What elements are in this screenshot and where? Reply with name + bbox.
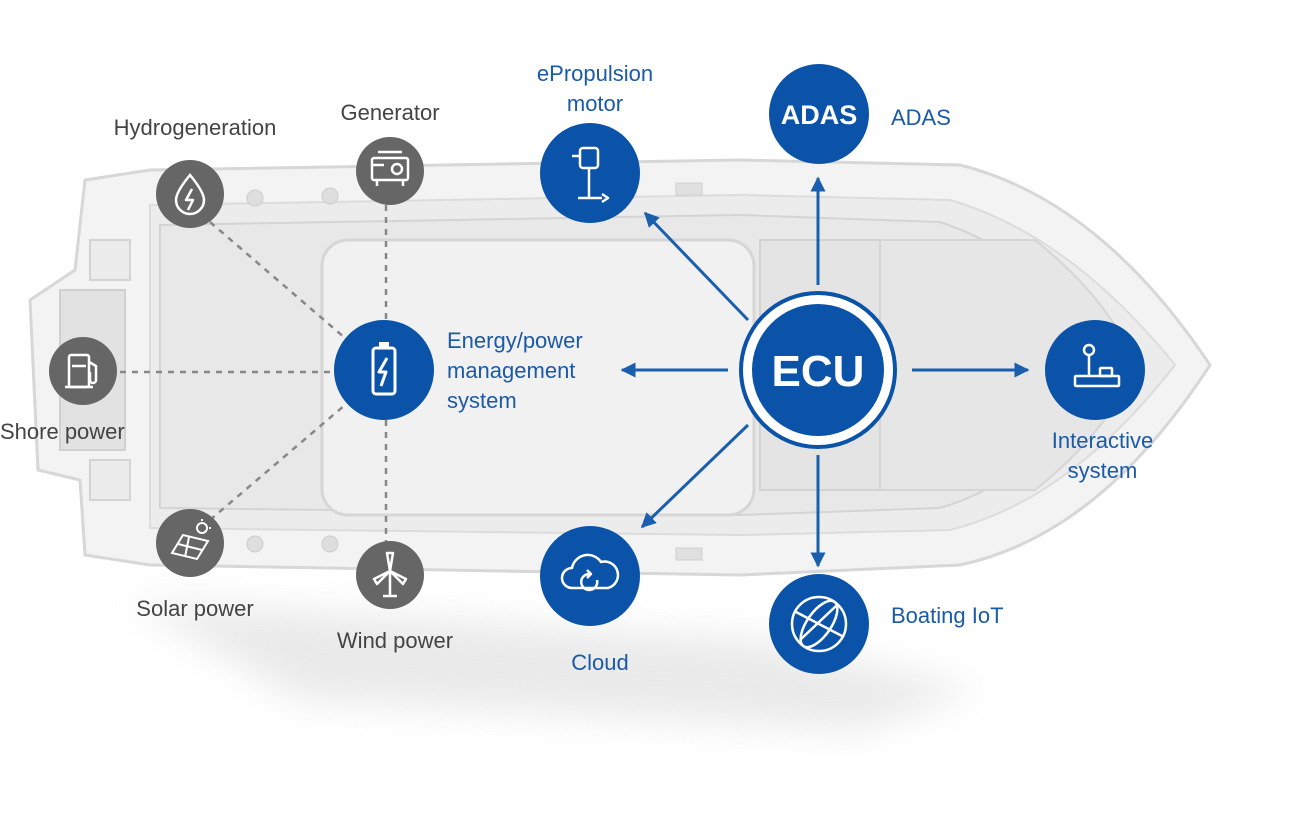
joystick-icon: [1073, 343, 1121, 388]
shore-power-label: Shore power: [0, 419, 125, 444]
energy-system-node: [334, 320, 434, 420]
outboard-motor-icon: [572, 146, 610, 204]
water-drop-bolt-icon: [174, 173, 206, 216]
generator-icon: [370, 150, 410, 186]
ecu-label: ECU: [772, 347, 865, 396]
energy-system-label: Energy/power management system: [447, 328, 583, 413]
shore-power-node: [49, 337, 117, 405]
interactive-system-node: [1045, 320, 1145, 420]
battery-icon: [371, 342, 397, 396]
cloud-node: [540, 526, 640, 626]
epropulsion-node: [540, 123, 640, 223]
cloud-sync-icon: [560, 553, 620, 592]
generator-label: Generator: [340, 100, 440, 125]
cloud-label: Cloud: [571, 650, 629, 675]
fuel-pump-icon: [65, 353, 98, 389]
solar-power-label: Solar power: [136, 596, 254, 621]
wind-turbine-icon: [372, 551, 408, 598]
globe-icon: [790, 595, 848, 653]
solar-panel-icon: [170, 519, 211, 561]
adas-node: ADAS: [769, 64, 869, 164]
interactive-label: Interactive system: [1051, 428, 1154, 483]
wind-power-label: Wind power: [336, 628, 454, 653]
generator-node: [356, 137, 424, 205]
ecu-node: ECU: [739, 291, 897, 449]
solar-power-node: [156, 509, 224, 577]
ecu-connections: [620, 176, 1030, 568]
epropulsion-label: ePropulsion motor: [536, 61, 654, 116]
wind-power-node: [356, 541, 424, 609]
source-connections: [120, 205, 388, 545]
adas-badge: ADAS: [781, 100, 858, 130]
boat-shadow: [130, 600, 980, 730]
boating-iot-node: [769, 574, 869, 674]
hydrogeneration-node: [156, 160, 224, 228]
boating-iot-label: Boating IoT: [891, 603, 1004, 628]
adas-label: ADAS: [891, 105, 951, 130]
hydrogeneration-label: Hydrogeneration: [113, 115, 277, 140]
